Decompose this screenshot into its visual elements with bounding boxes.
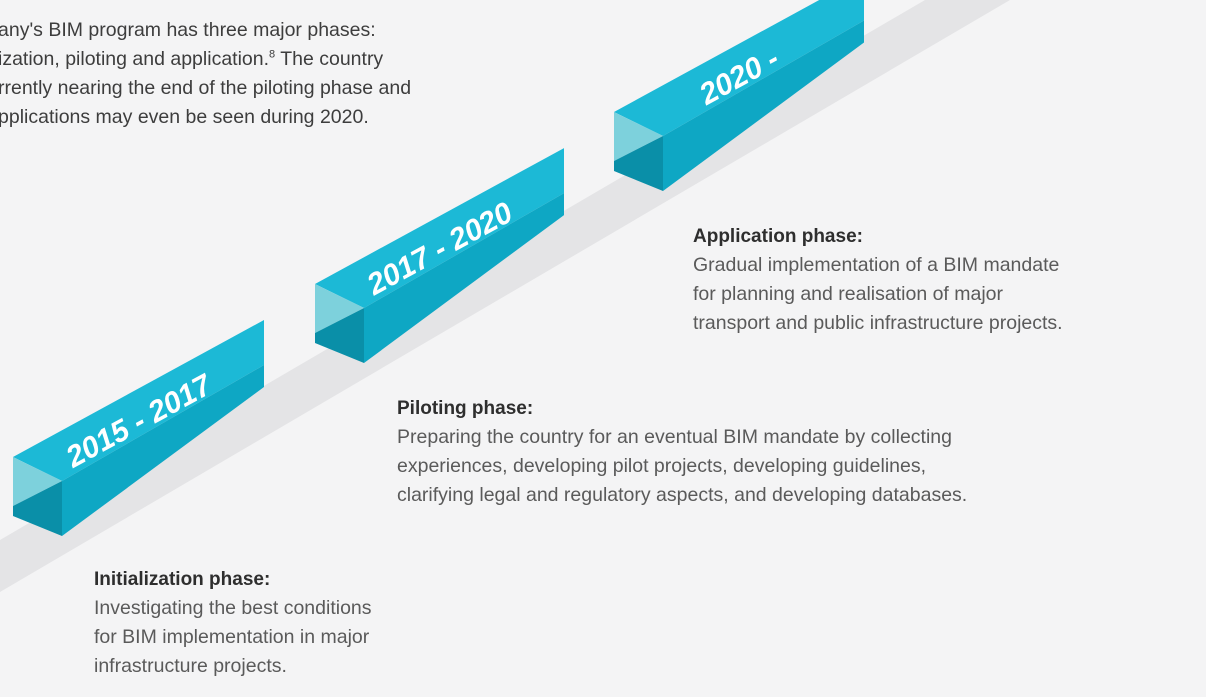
timeline-block-top-face bbox=[13, 320, 264, 481]
timeline-block-front-face bbox=[62, 365, 264, 536]
timeline-block: 2017 - 2020 bbox=[315, 148, 564, 363]
initialization-phase-line: Investigating the best conditions bbox=[94, 597, 372, 619]
piloting-phase-line: Preparing the country for an eventual BI… bbox=[397, 426, 952, 448]
initialization-phase-line: for BIM implementation in major bbox=[94, 626, 370, 648]
timeline-block-end-cap-shade bbox=[614, 136, 663, 191]
timeline-block-end-cap bbox=[614, 112, 663, 161]
timeline-block-front-face bbox=[364, 193, 564, 363]
intro-line-2: ization, piloting and application.8 The … bbox=[0, 45, 494, 74]
timeline-block-top-face bbox=[614, 0, 864, 136]
timeline-block: 2020 - bbox=[614, 0, 864, 191]
application-phase-description: Application phase: Gradual implementatio… bbox=[693, 222, 1063, 338]
timeline-block-end-cap bbox=[13, 457, 62, 506]
intro-line-2-tail: The country bbox=[275, 48, 384, 70]
timeline-block-end-cap-shade bbox=[315, 308, 364, 363]
application-phase-body: Gradual implementation of a BIM mandate … bbox=[693, 251, 1063, 338]
piloting-phase-line: clarifying legal and regulatory aspects,… bbox=[397, 484, 968, 506]
timeline-track bbox=[0, 0, 1010, 592]
application-phase-line: Gradual implementation of a BIM mandate bbox=[693, 254, 1060, 276]
timeline-block-front-face bbox=[663, 20, 864, 191]
timeline-block-end-cap bbox=[315, 284, 364, 333]
footnote-reference: 8 bbox=[269, 48, 276, 61]
application-phase-title: Application phase: bbox=[693, 226, 863, 247]
timeline-block-end-cap-shade bbox=[13, 481, 62, 536]
initialization-phase-title: Initialization phase: bbox=[94, 569, 271, 590]
application-phase-line: transport and public infrastructure proj… bbox=[693, 312, 1063, 334]
intro-line-4: pplications may even be seen during 2020… bbox=[0, 106, 369, 128]
initialization-phase-line: infrastructure projects. bbox=[94, 655, 287, 677]
intro-paragraph: any's BIM program has three major phases… bbox=[0, 16, 494, 132]
piloting-phase-title: Piloting phase: bbox=[397, 398, 534, 419]
intro-line-2-text: ization, piloting and application. bbox=[0, 48, 270, 70]
piloting-phase-body: Preparing the country for an eventual BI… bbox=[397, 423, 967, 510]
intro-line-1: any's BIM program has three major phases… bbox=[0, 19, 376, 41]
timeline-block-top-face bbox=[315, 148, 564, 308]
initialization-phase-body: Investigating the best conditions for BI… bbox=[94, 594, 372, 681]
piloting-phase-description: Piloting phase: Preparing the country fo… bbox=[397, 394, 967, 510]
application-phase-line: for planning and realisation of major bbox=[693, 283, 1004, 305]
initialization-phase-description: Initialization phase: Investigating the … bbox=[94, 565, 372, 681]
intro-line-3: rrently nearing the end of the piloting … bbox=[0, 77, 412, 99]
piloting-phase-line: experiences, developing pilot projects, … bbox=[397, 455, 927, 477]
